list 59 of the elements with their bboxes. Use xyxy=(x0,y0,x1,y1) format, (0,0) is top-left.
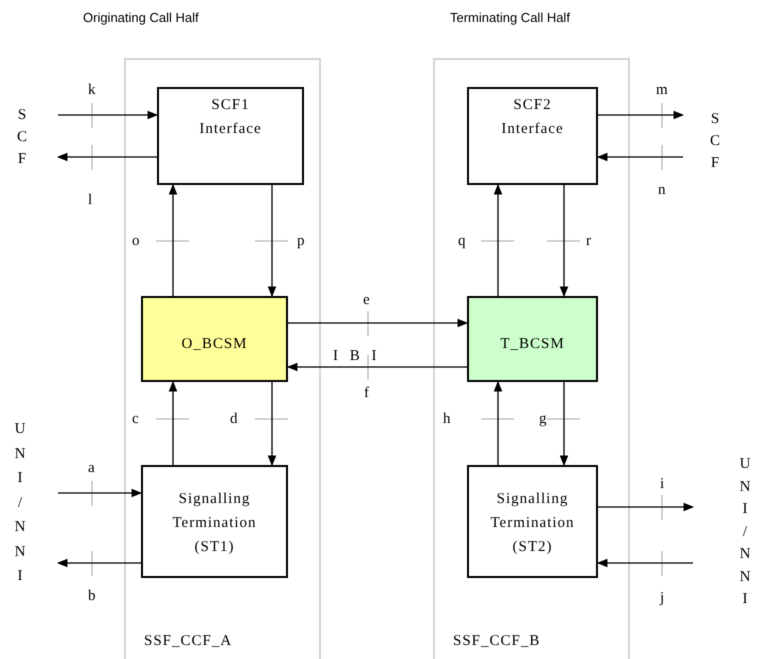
edge-label: o xyxy=(132,233,140,249)
column-heading: Terminating Call Half xyxy=(450,10,570,25)
process-box xyxy=(467,296,598,382)
box-label: SCF2 Interface xyxy=(500,96,565,139)
edge-label: e xyxy=(363,292,370,308)
interface-label: UNI/NNI xyxy=(693,453,753,619)
box-label: Signalling Termination (ST2) xyxy=(489,490,576,557)
column-panel xyxy=(124,58,321,659)
arrow xyxy=(598,502,694,512)
arrow xyxy=(58,152,157,162)
edge-label: h xyxy=(443,411,450,427)
arrow xyxy=(598,558,693,568)
arrow xyxy=(598,152,683,162)
process-box xyxy=(467,87,598,185)
box-label: SCF1 Interface xyxy=(198,96,263,139)
edge-label: c xyxy=(132,411,139,427)
edge-label: b xyxy=(88,588,96,604)
arrow xyxy=(494,382,502,465)
edge-label: a xyxy=(88,460,95,476)
flow-label: I B I xyxy=(333,348,376,364)
arrow xyxy=(560,382,568,466)
edge-label: f xyxy=(364,385,369,401)
process-box xyxy=(141,296,288,382)
arrow xyxy=(58,488,142,498)
edge-label: g xyxy=(539,411,546,427)
arrow xyxy=(598,110,684,120)
edge-label: m xyxy=(656,82,668,98)
edge-label: l xyxy=(88,192,92,208)
arrow xyxy=(58,558,141,568)
column-label: SSF_CCF_B xyxy=(453,633,540,650)
box-label: O_BCSM xyxy=(180,335,249,354)
arrow xyxy=(268,382,276,466)
column-label: SSF_CCF_A xyxy=(144,633,232,650)
edge-label: k xyxy=(88,82,96,98)
edge-label: n xyxy=(658,182,666,198)
column-heading: Originating Call Half xyxy=(83,10,199,25)
edge-label: r xyxy=(586,233,591,249)
arrow xyxy=(268,185,276,296)
edge-label: p xyxy=(297,233,304,249)
box-label: T_BCSM xyxy=(499,335,566,354)
edge-label: d xyxy=(230,411,238,427)
process-box xyxy=(467,465,598,578)
arrow xyxy=(58,110,158,120)
arrow xyxy=(494,184,502,296)
arrow xyxy=(288,362,467,372)
interface-label: SCF xyxy=(683,108,723,178)
arrow xyxy=(288,318,468,328)
arrow xyxy=(168,382,178,465)
edge-label: q xyxy=(458,233,466,249)
edge-label: i xyxy=(660,476,664,492)
interface-label: UNI/NNI xyxy=(12,417,58,583)
process-box xyxy=(157,87,304,185)
edge-label: j xyxy=(660,590,664,606)
arrow xyxy=(560,185,568,296)
box-label: Signalling Termination (ST1) xyxy=(171,490,258,557)
column-panel xyxy=(433,58,630,659)
interface-label: SCF xyxy=(14,104,58,174)
arrow xyxy=(168,184,178,296)
process-box xyxy=(141,465,288,578)
